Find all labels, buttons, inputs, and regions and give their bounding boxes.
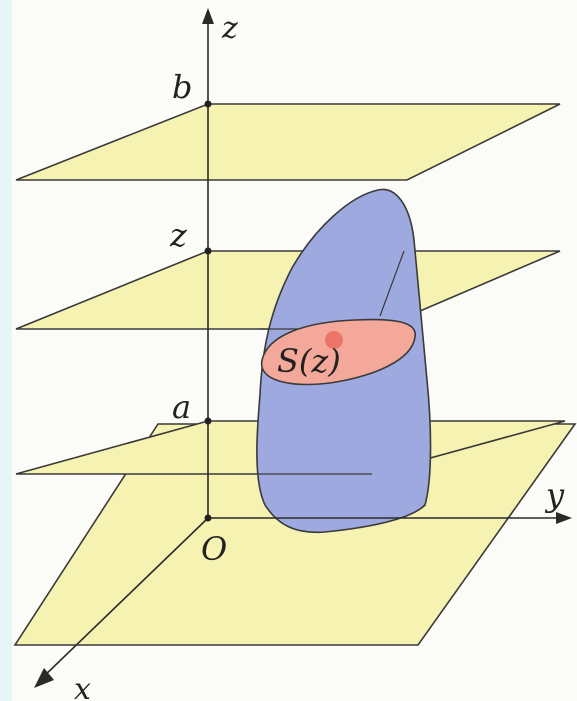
a-label: a <box>172 388 191 426</box>
section-label: S(z) <box>277 342 341 380</box>
z-axis-arrow <box>202 8 214 24</box>
section-center-glow <box>325 331 343 349</box>
origin-point <box>204 514 212 522</box>
plane-z-inner-edge <box>379 250 405 317</box>
z-level-label: z <box>169 216 188 254</box>
point-b <box>204 100 212 108</box>
cross-section-s-z <box>260 318 416 386</box>
x-axis-arrow <box>34 668 54 688</box>
x-axis-line <box>39 517 209 681</box>
x-axis-label: x <box>74 672 91 701</box>
y-axis-label: y <box>544 476 565 514</box>
b-label: b <box>172 68 192 106</box>
z-axis-label: z <box>221 11 238 46</box>
point-a <box>204 417 212 425</box>
plane-b <box>15 103 561 181</box>
y-axis-arrow <box>556 512 572 524</box>
origin-label: O <box>201 530 227 568</box>
point-z <box>204 247 212 255</box>
